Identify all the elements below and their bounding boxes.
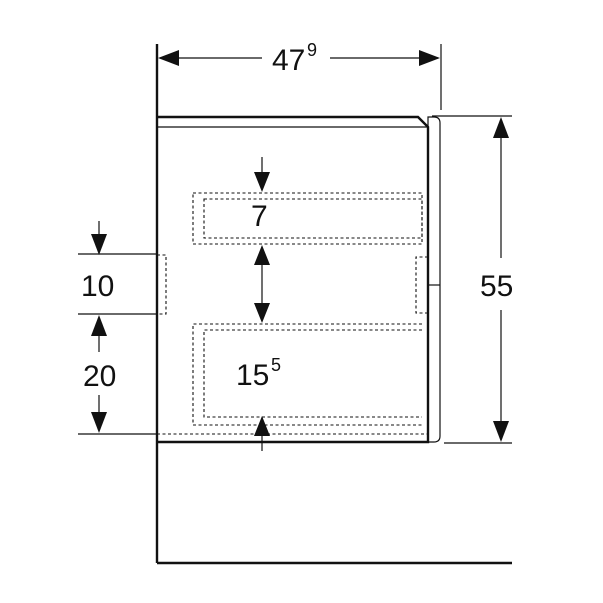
upper-drawer-dimension: 7 bbox=[251, 157, 270, 233]
left-dimensions: 10 20 bbox=[78, 221, 157, 435]
lower-drawer-dimension: 15 5 bbox=[236, 355, 281, 451]
width-dimension: 47 9 bbox=[158, 40, 442, 110]
arrow-down-icon bbox=[91, 234, 107, 255]
height-dimension: 55 bbox=[432, 115, 513, 444]
arrow-up-icon bbox=[91, 315, 107, 336]
lower-drawer-outline bbox=[192, 323, 422, 426]
width-value: 47 bbox=[272, 44, 305, 77]
wall-bracket-right bbox=[415, 256, 428, 314]
cabinet-body bbox=[157, 115, 441, 444]
bottom-offset-value: 20 bbox=[83, 360, 116, 393]
arrow-down-icon bbox=[91, 412, 107, 433]
arrow-up-icon bbox=[493, 117, 509, 138]
width-superscript: 9 bbox=[307, 40, 317, 60]
arrow-down-icon bbox=[493, 421, 509, 442]
wall-floor bbox=[155, 44, 512, 565]
arrow-up-icon bbox=[254, 245, 270, 265]
arrow-down-icon bbox=[254, 303, 270, 323]
front-panel bbox=[427, 116, 441, 443]
arrow-right-icon bbox=[419, 50, 440, 66]
arrow-up-icon bbox=[254, 416, 270, 436]
arrow-left-icon bbox=[158, 50, 179, 66]
upper-drawer-outline bbox=[192, 192, 423, 245]
lower-drawer-superscript: 5 bbox=[271, 355, 281, 375]
arrow-down-icon bbox=[254, 172, 270, 192]
upper-drawer-value: 7 bbox=[251, 200, 268, 233]
lower-drawer-value: 15 bbox=[236, 359, 269, 392]
spacing-value: 10 bbox=[81, 270, 114, 303]
drawer-gap-dimension bbox=[254, 245, 270, 323]
cabinet-side bbox=[157, 115, 430, 444]
wall-bracket-left bbox=[157, 254, 167, 315]
height-value: 55 bbox=[480, 270, 513, 303]
